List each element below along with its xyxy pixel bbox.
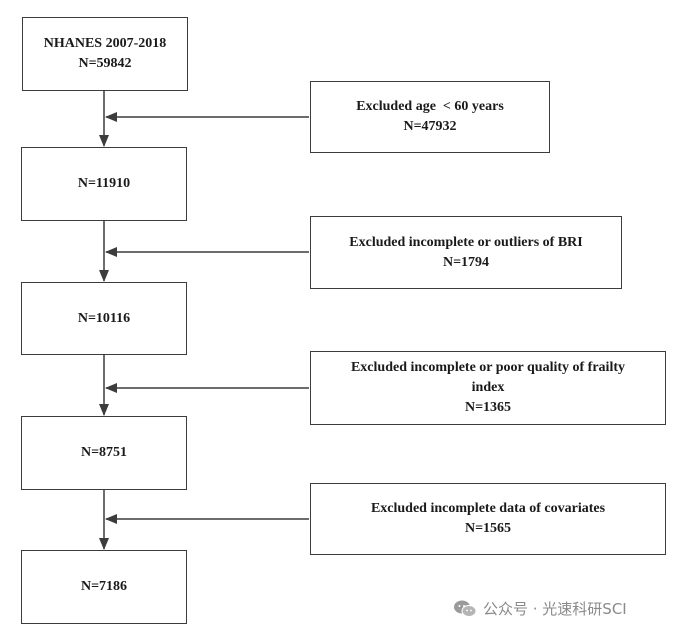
- box-nhanes-total-title: NHANES 2007-2018: [43, 36, 167, 51]
- box-final-sample: N=7186: [21, 550, 187, 624]
- box-exclusion-age: Excluded age < 60 years N=47932: [310, 81, 550, 153]
- wechat-icon: [454, 600, 477, 617]
- box-nhanes-total-count: N=59842: [78, 56, 132, 71]
- watermark: 公众号 · 光速科研SCI: [453, 598, 627, 619]
- box-after-bri-count: N=10116: [77, 310, 131, 326]
- exclusion-bri-label: Excluded incomplete or outliers of BRI: [349, 234, 583, 250]
- box-after-age: N=11910: [21, 147, 187, 221]
- box-after-age-count: N=11910: [77, 176, 131, 191]
- exclusion-frailty-label: Excluded incomplete or poor quality of f…: [350, 360, 626, 375]
- exclusion-covariates-count: N=1565: [464, 521, 512, 536]
- box-final-sample-count: N=7186: [80, 579, 128, 594]
- box-exclusion-bri: Excluded incomplete or outliers of BRI N…: [310, 216, 622, 289]
- box-exclusion-frailty: Excluded incomplete or poor quality of f…: [310, 351, 666, 425]
- exclusion-age-label: Excluded age < 60 years: [356, 99, 504, 114]
- box-after-bri: N=10116: [21, 282, 187, 355]
- box-after-frailty-count: N=8751: [80, 445, 128, 460]
- box-after-frailty: N=8751: [21, 416, 187, 490]
- watermark-text: 公众号 · 光速科研SCI: [483, 600, 627, 618]
- box-nhanes-total: NHANES 2007-2018 N=59842: [22, 17, 188, 91]
- exclusion-age-count: N=47932: [403, 119, 457, 134]
- exclusion-covariates-label: Excluded incomplete data of covariates: [370, 501, 606, 516]
- exclusion-frailty-count: N=1365: [464, 400, 512, 415]
- box-exclusion-covariates: Excluded incomplete data of covariates N…: [310, 483, 666, 555]
- exclusion-frailty-label-cont: index: [471, 380, 505, 395]
- exclusion-bri-count: N=1794: [442, 254, 490, 270]
